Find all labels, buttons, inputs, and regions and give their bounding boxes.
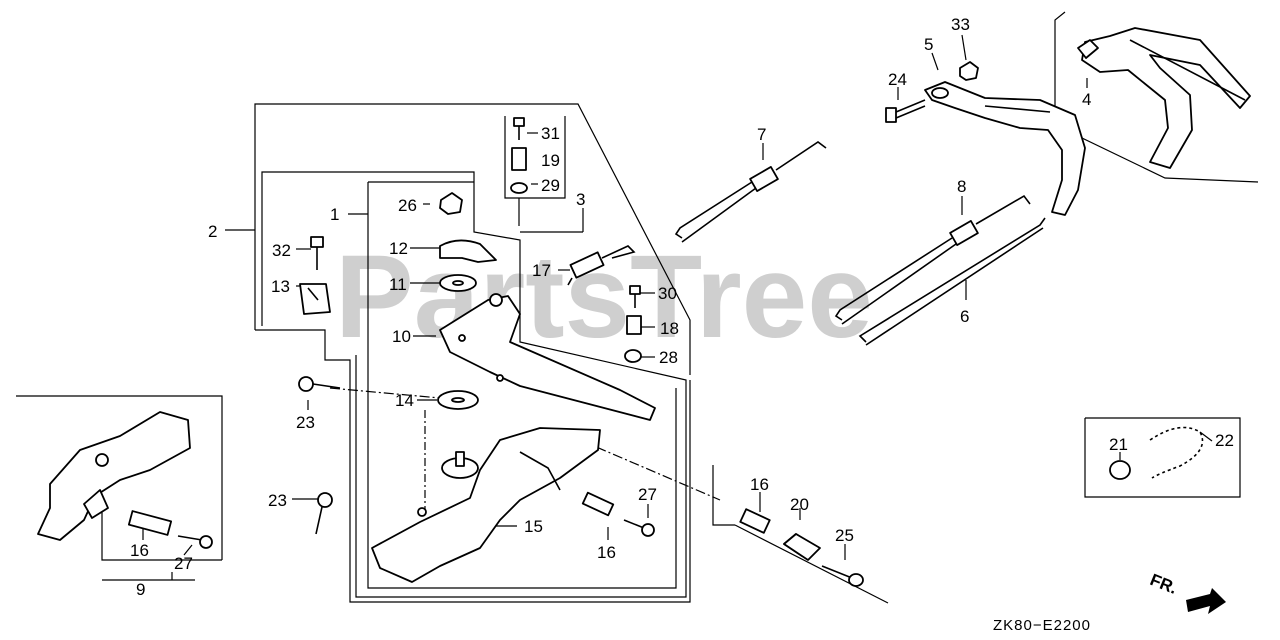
part-bolt-25 <box>821 565 864 587</box>
callout-15: 15 <box>524 517 543 536</box>
part-bolt-23a <box>298 376 341 392</box>
callout-13: 13 <box>271 277 290 296</box>
part-bolt-32 <box>310 236 324 270</box>
part-bolt-24 <box>885 99 926 123</box>
callout-1: 1 <box>330 205 339 224</box>
part-bracket-9 <box>37 411 191 541</box>
part-nut-26 <box>439 192 463 215</box>
part-spring-16a <box>581 491 615 517</box>
callout-18: 18 <box>660 319 679 338</box>
callout-10: 10 <box>392 327 411 346</box>
callout-29: 29 <box>541 176 560 195</box>
callout-4: 4 <box>1082 90 1091 109</box>
part-washer-28 <box>624 349 642 363</box>
part-tube-20 <box>783 533 821 561</box>
callout-22: 22 <box>1215 431 1234 450</box>
part-nut-33 <box>959 61 979 81</box>
part-cap-21 <box>1109 460 1131 480</box>
callout-25: 25 <box>835 526 854 545</box>
callout-14: 14 <box>395 391 414 410</box>
callout-23b: 23 <box>268 491 287 510</box>
part-bolt-23b <box>315 492 333 535</box>
front-direction-arrow-icon <box>1186 588 1226 614</box>
callout-11: 11 <box>389 275 407 294</box>
callout-28: 28 <box>659 348 678 367</box>
diagram-code: ZK80−E2200 <box>993 617 1091 634</box>
part-base-plate-15 <box>371 427 601 583</box>
part-spring-16b <box>739 508 771 534</box>
callout-17: 17 <box>532 261 551 280</box>
callout-30: 30 <box>658 284 677 303</box>
watermark: PartsTree <box>335 231 873 363</box>
callout-33: 33 <box>951 15 970 34</box>
callout-32: 32 <box>272 241 291 260</box>
callout-16b: 16 <box>750 475 769 494</box>
part-chain-22 <box>1149 426 1204 479</box>
callout-27a: 27 <box>638 485 657 504</box>
part-lever-arm-5 <box>924 81 1086 216</box>
part-cable-7 <box>674 141 827 243</box>
part-bolt-31 <box>513 117 525 140</box>
callout-6: 6 <box>960 307 969 326</box>
callout-20: 20 <box>790 495 809 514</box>
callout-19: 19 <box>541 151 560 170</box>
callout-9: 9 <box>136 580 145 599</box>
part-bracket-4 <box>1077 27 1251 169</box>
callout-3: 3 <box>576 190 585 209</box>
callout-labels: 2 1 3 4 5 6 7 8 9 10 11 12 13 14 15 16 1… <box>130 15 1234 599</box>
part-spacer-19 <box>511 147 527 171</box>
part-rod-6 <box>858 217 1046 346</box>
part-cable-8 <box>834 194 1031 325</box>
callout-31: 31 <box>541 124 560 143</box>
part-washer-14 <box>437 390 479 410</box>
callout-16a: 16 <box>597 543 616 562</box>
callout-21: 21 <box>1109 435 1128 454</box>
part-clip-29 <box>510 182 528 194</box>
callout-16c: 16 <box>130 541 149 560</box>
callout-26: 26 <box>398 196 417 215</box>
callout-27b: 27 <box>174 554 193 573</box>
part-plate-10 <box>439 293 656 421</box>
callout-2: 2 <box>208 222 217 241</box>
callout-8: 8 <box>957 177 966 196</box>
part-plate-12 <box>439 239 497 263</box>
part-spacer-18 <box>626 315 642 335</box>
part-nut-13 <box>299 283 331 315</box>
part-pin-27a <box>623 519 655 537</box>
callout-5: 5 <box>924 35 933 54</box>
part-spring-16c <box>127 510 173 536</box>
part-bolt-30 <box>629 285 641 308</box>
part-pin-27c <box>177 535 213 549</box>
callout-7: 7 <box>757 125 766 144</box>
part-spring-17 <box>567 245 636 286</box>
part-washer-11 <box>439 274 477 292</box>
callout-12: 12 <box>389 239 408 258</box>
direction-label: FR. <box>1147 570 1180 598</box>
callout-23a: 23 <box>296 413 315 432</box>
callout-24: 24 <box>888 70 907 89</box>
